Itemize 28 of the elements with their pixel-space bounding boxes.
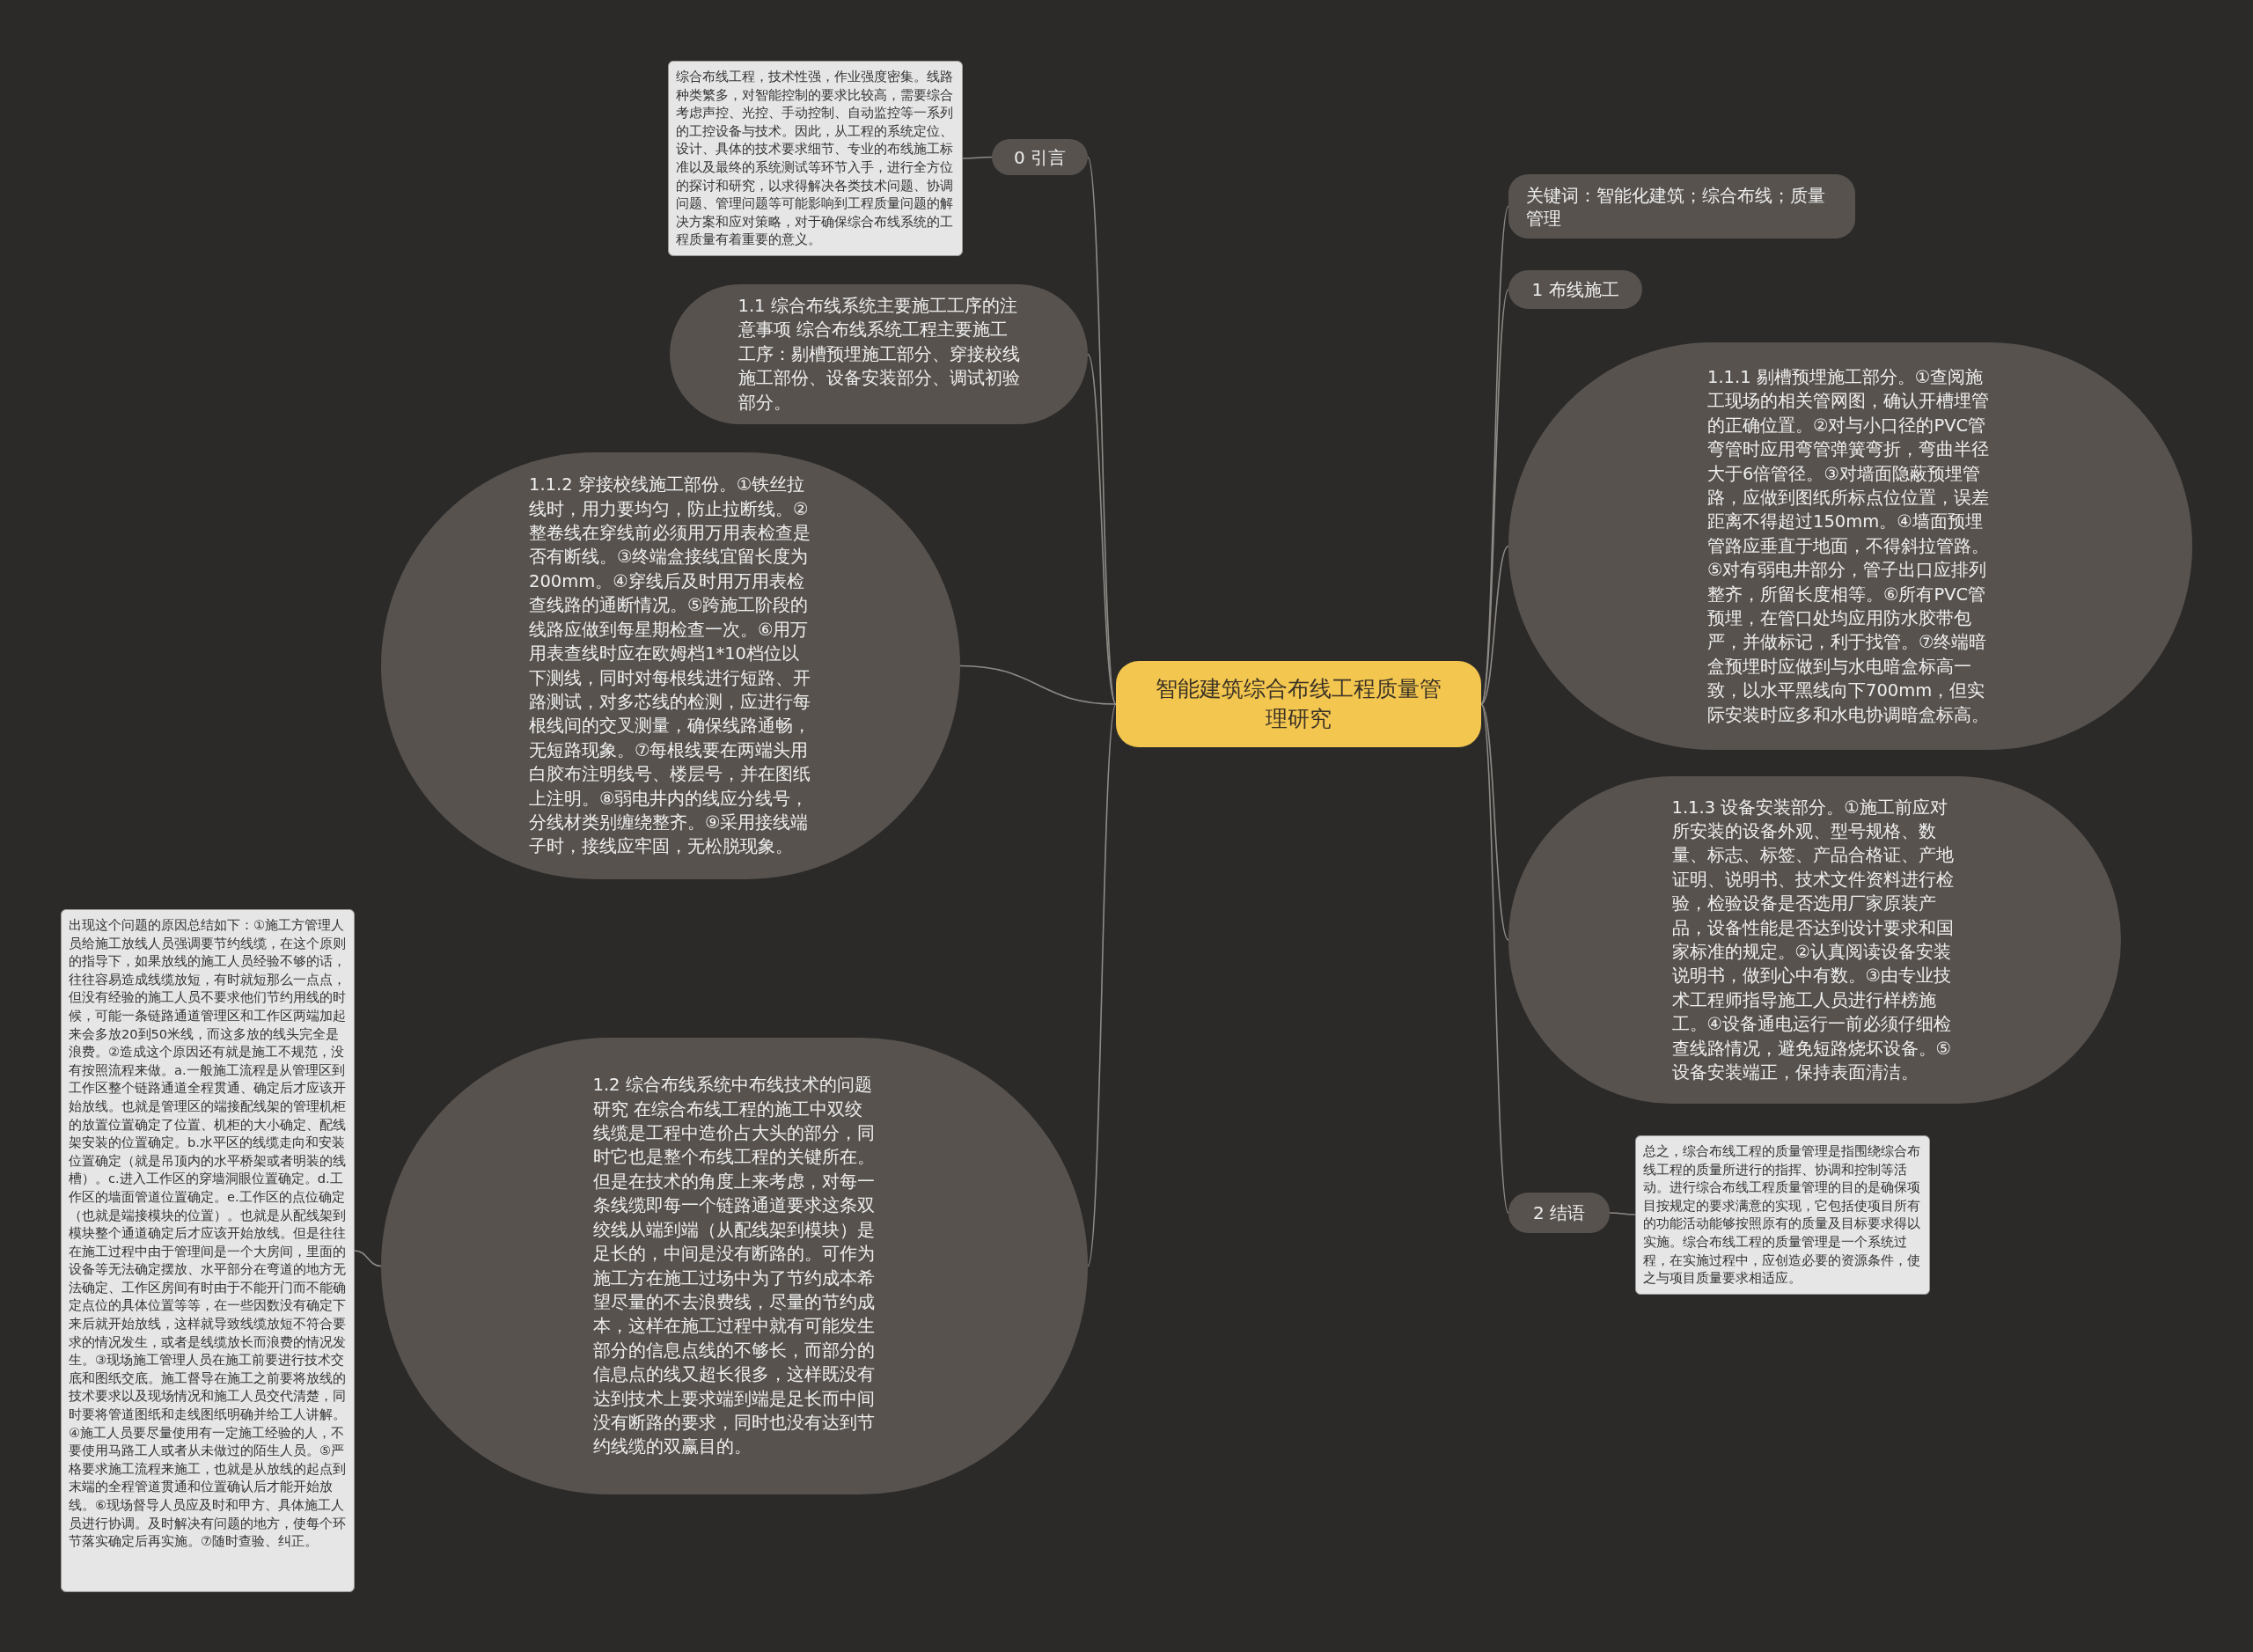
connector-line xyxy=(959,664,1117,705)
topic-text: 1.1.3 设备安装部分。①施工前应对所安装的设备外观、型号规格、数量、标志、标签、产品合格证、产地证明、说明书、技术文件资料进行检验，检验设备是否选用厂家原装产品，设备性能是否达到设计要求和国家标准的规定。②认真阅读设备安装说明书，做到心中有数。③由专业技术工程师指导施工人员进行样榜施工。④设备通电运行一前必须仔细检查线路情况，避免短路烧坏设备。⑤设备安装端正，保持表面清洁。 xyxy=(1671,796,1955,1085)
connector-line xyxy=(1087,353,1117,705)
branch-pill xyxy=(1508,174,1855,239)
topic-text: 1.1 综合布线系统主要施工工序的注意事项 综合布线系统工程主要施工工序：剔槽预埋施工部分、穿接校线施工部份、设备安装部分、调试初验部分。 xyxy=(738,295,1020,415)
connector-line xyxy=(1087,703,1117,1267)
connector-line xyxy=(1609,1212,1636,1215)
note-text: 综合布线工程，技术性强，作业强度密集。线路种类繁多，对智能控制的要求比较高，需要综合考虑声控、光控、手动控制、自动监控等一系列的工控设备与技术。因此，从工程的系统定位、设计、具体的技术要求细节、专业的布线施工标准以及最终的系统测试等环节入手，进行全方位的探讨和研究，以求得解决各类技术问题、协调问题、管理问题等可能影响到工程质量问题的解决方案和应对策略，对于确保综合布线系统的工程质量有着重要的意义。 xyxy=(676,68,954,249)
connector-line xyxy=(1480,289,1509,705)
branch-label: 0 引言 xyxy=(1013,145,1067,169)
connector-line xyxy=(354,1250,382,1267)
branch-label: 1 布线施工 xyxy=(1531,278,1619,301)
topic-title: 智能建筑综合布线工程质量管理研究 xyxy=(1155,675,1442,733)
central-topic xyxy=(1116,661,1481,747)
topic-text: 1.1.2 穿接校线施工部份。①铁丝拉线时，用力要均匀，防止拉断线。②整卷线在穿线前必须用万用表检查是否有断线。③终端盒接线宜留长度为200mm。④穿线后及时用万用表检查线路的通断情况。⑤跨施工阶段的线路应做到每星期检查一次。⑥用万用表查线时应在欧姆档1*10档位以下测线，同时对每根线进行短路、开路测试，对多芯线的检测，应进行每根线间的交叉测量，确保线路通畅，无短路现象。⑦每根线要在两端头用白胶布注明线号、楼层号，并在图纸上注明。⑧弱电井内的线应分线号，分线材类别缠绕整齐。⑨采用接线端子时，接线应牢固，无松脱现象。 xyxy=(529,474,811,859)
note-text: 出现这个问题的原因总结如下：①施工方管理人员给施工放线人员强调要节约线缆，在这个原则的指导下，如果放线的施工人员经验不够的话，往往容易造成线缆放短，有时就短那么一点点，但没有经验的施工人员不要求他们节约用线的时候，可能一条链路通道管理区和工作区两端加起来会多放20到50米线，而这多放的线头完全是浪费。②造成这个原因还有就是施工不规范，没有按照流程来做。a.一般施工流程是从管理区到工作区整个链路通道全程贯通、确定后才应该开始放线。也就是管理区的端接配线架的管理机柜的放置位置确定了位置、机柜的大小确定、配线架安装的位置确定。b.水平区的线缆走向和安装位置确定（就是吊顶内的水平桥架或者明装的线槽）。c.进入工作区的穿墙洞眼位置确定。d.工作区的墙面管道位置确定。e.工作区的点位确定（也就是端接模块的位置）。也就是从配线架到模块整个通道确定后才应该开始放线。但是往往在施工过程中由于管理间是一个大房间，里面的设备等无法确定摆放、水平部分在弯道的地方无法确定、工作区房间有时由于不能开门而不能确定点位的具体位置等等，在一些因数没有确定下来后就开始放线，这样就导致线缆放短不符合要求的情况发生，或者是线缆放长而浪费的情况发生。③现场施工管理人员在施工前要进行技术交底和图纸交底。施工督导在施工之前要将放线的技术要求以及现场情况和施工人员交代清楚，同时要将管道图纸和走线图纸明确并给工人讲解。④施工人员要尽量使用有一定施工经验的人，不要使用马路工人或者从未做过的陌生人员。⑤严格要求施工流程来施工，也就是从放线的起点到末端的全程管道贯通和位置确认后才能开始放线。⑥现场督导人员应及时和甲方、具体施工人员进行协调。及时解决有问题的地方，使每个环节落实确定后再实施。⑦随时查验、纠正。 xyxy=(69,916,347,1551)
branch-pill xyxy=(1508,1193,1610,1233)
topic-text: 1.1.1 剔槽预埋施工部分。①查阅施工现场的相关管网图，确认开槽埋管的正确位置。②对与小口径的PVC管弯管时应用弯管弹簧弯折，弯曲半径大于6倍管径。③对墙面隐蔽预埋管路，应做到图纸所标点位位置，误差距离不得超过150mm。④墙面预埋管路应垂直于地面，不得斜拉管路。⑤对有弱电井部分，管子出口应排列整齐，所留长度相等。⑥所有PVC管预埋，在管口处均应用防水胶带包严，并做标记，利于找管。⑦终端暗盒预埋时应做到与水电暗盒标高一致，以水平黑线向下700mm，但实际安装时应多和水电协调暗盒标高。 xyxy=(1707,365,1990,727)
connector-line xyxy=(1480,703,1509,1214)
connector-line xyxy=(1480,703,1509,941)
connector-line xyxy=(962,156,993,159)
note-text: 总之，综合布线工程的质量管理是指围绕综合布线工程的质量所进行的指挥、协调和控制等活动。进行综合布线工程质量管理的目的是确保项目按规定的要求满意的实现，它包括使项目所有的功能活动能够按照原有的质量及目标要求得以实施。综合布线工程的质量管理是一个系统过程，在实施过程中，应创造必要的资源条件，使之与项目质量要求相适应。 xyxy=(1643,1142,1921,1288)
branch-label: 关键词：智能化建筑；综合布线；质量管理 xyxy=(1526,183,1826,230)
connector-line xyxy=(1480,545,1509,705)
branch-pill xyxy=(1508,270,1642,309)
topic-text: 1.2 综合布线系统中布线技术的问题研究 在综合布线工程的施工中双绞线缆是工程中造价占大头的部分，同时它也是整个布线工程的关键所在。但是在技术的角度上来考虑，对每一条线缆即每一个链路通道要求这条双绞线从端到端（从配线架到模块）是足长的，中间是没有断路的。可作为施工方在施工过场中为了节约成本希望尽量的不去浪费线，尽量的节约成本，这样在施工过程中就有可能发生部分的信息点线的不够长，而部分的信息点的线又超长很多，这样既没有达到技术上要求端到端是足长而中间没有断路的要求，同时也没有达到节约线缆的双赢目的。 xyxy=(592,1074,876,1459)
branch-label: 2 结语 xyxy=(1532,1201,1586,1224)
branch-pill xyxy=(992,139,1088,175)
